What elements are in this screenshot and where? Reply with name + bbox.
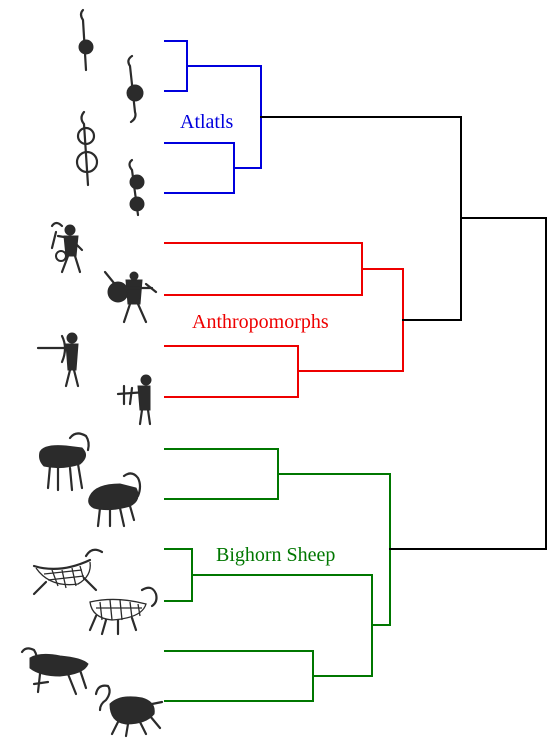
atlatl-dot-icon <box>126 54 144 124</box>
atlatl-rings-icon <box>75 110 99 187</box>
bighorn-sheep-icon <box>20 647 89 696</box>
cluster-label-bighorn-sheep: Bighorn Sheep <box>216 544 335 566</box>
atlatl-dot-icon <box>128 158 145 217</box>
archer-icon <box>116 374 152 426</box>
atlatl-dot-icon <box>78 8 94 72</box>
bighorn-sheep-hatched-icon <box>32 548 104 596</box>
bighorn-sheep-icon <box>39 432 90 492</box>
anthropomorph-icon <box>50 221 84 274</box>
anthropomorph-icon <box>103 270 158 324</box>
dendrogram-links <box>164 40 547 702</box>
archer-icon <box>36 332 80 388</box>
bighorn-sheep-icon <box>94 684 164 738</box>
cluster-label-atlatls: Atlatls <box>180 111 234 133</box>
cluster-label-anthropomorphs: Anthropomorphs <box>192 311 329 333</box>
bighorn-sheep-hatched-icon <box>88 586 158 636</box>
bighorn-sheep-icon <box>88 472 142 528</box>
petroglyph-column <box>20 8 164 738</box>
